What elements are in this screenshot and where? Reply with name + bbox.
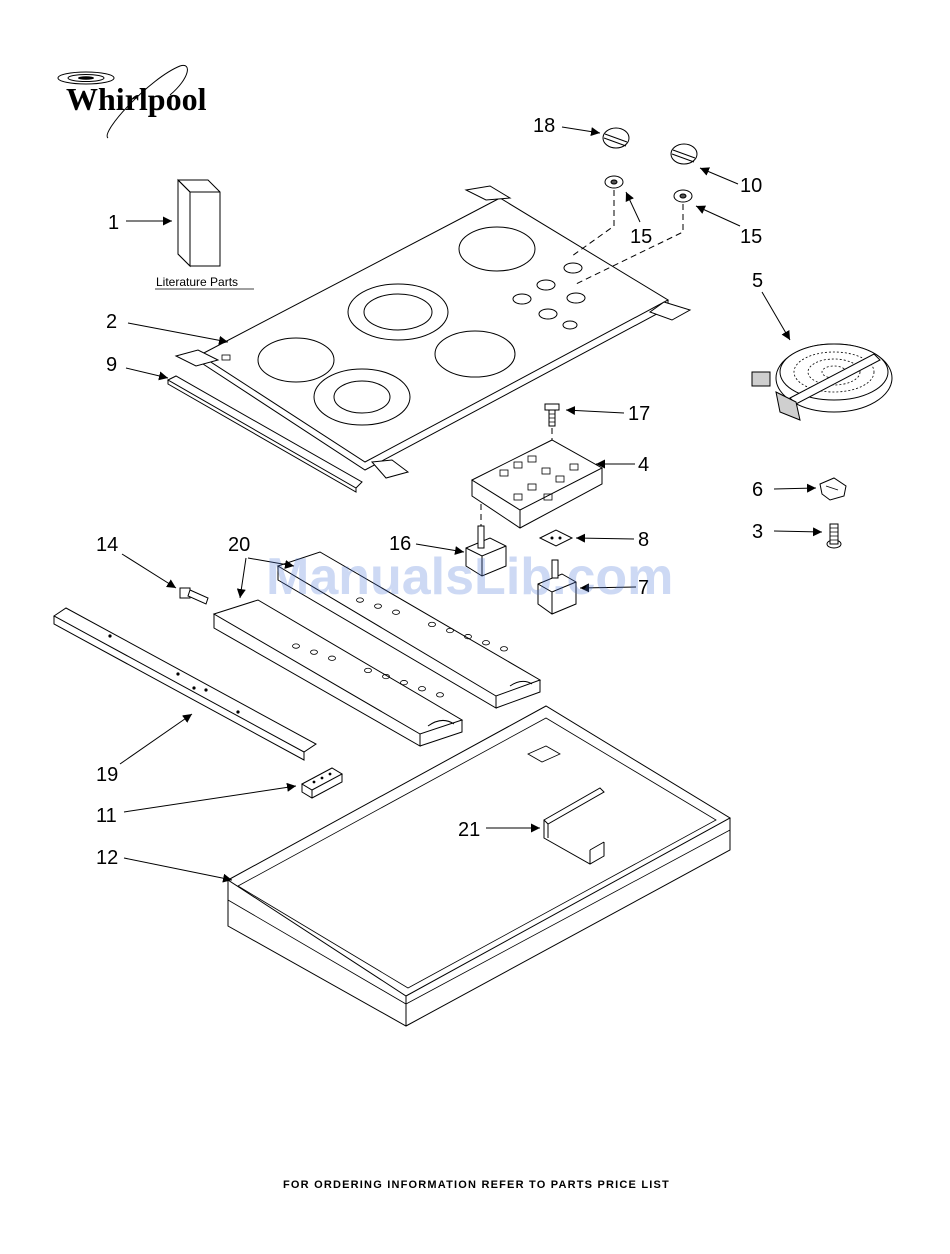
callout-19: 19 (96, 764, 118, 786)
mounting-plate-8 (540, 530, 572, 546)
literature-label: Literature Parts (156, 275, 238, 289)
logo-text: Whirlpool (66, 81, 207, 117)
callout-14: 14 (96, 534, 118, 556)
cooktop-glass (176, 186, 690, 478)
callout-2: 2 (106, 311, 117, 333)
watermark-text: ManualsLib.com (266, 548, 673, 606)
washer-15-left (605, 176, 623, 188)
washer-15-right (674, 190, 692, 202)
callout-12: 12 (96, 847, 118, 869)
channel-slot (501, 647, 508, 651)
callout-17: 17 (628, 403, 650, 425)
clip-6 (820, 478, 846, 500)
channel-slot (483, 641, 490, 645)
callout-5: 5 (752, 270, 763, 292)
channel-slot (401, 680, 408, 684)
callout-3: 3 (752, 521, 763, 543)
radiant-element (752, 344, 892, 420)
footer-note: FOR ORDERING INFORMATION REFER TO PARTS … (283, 1179, 670, 1191)
control-board (472, 440, 602, 528)
base-pan-12 (228, 706, 730, 1026)
callout-11: 11 (96, 805, 117, 827)
screw-3 (827, 524, 841, 548)
callout-18: 18 (533, 115, 555, 137)
callout-21: 21 (458, 819, 480, 841)
callout-1: 1 (108, 212, 119, 234)
channel-slot (419, 687, 426, 691)
callout-15-right: 15 (740, 226, 762, 248)
terminal-block-11 (302, 768, 342, 798)
callout-10: 10 (740, 175, 762, 197)
callout-20: 20 (228, 534, 250, 556)
whirlpool-logo: Whirlpool (58, 65, 207, 138)
screw-17 (545, 404, 559, 426)
knob-18 (603, 128, 629, 148)
callout-4: 4 (638, 454, 649, 476)
knob-10 (671, 144, 697, 164)
callout-9: 9 (106, 354, 117, 376)
literature-booklet (178, 180, 220, 266)
callout-6: 6 (752, 479, 763, 501)
screw-14 (180, 588, 208, 604)
channel-slot (437, 693, 444, 697)
callout-15-left: 15 (630, 226, 652, 248)
